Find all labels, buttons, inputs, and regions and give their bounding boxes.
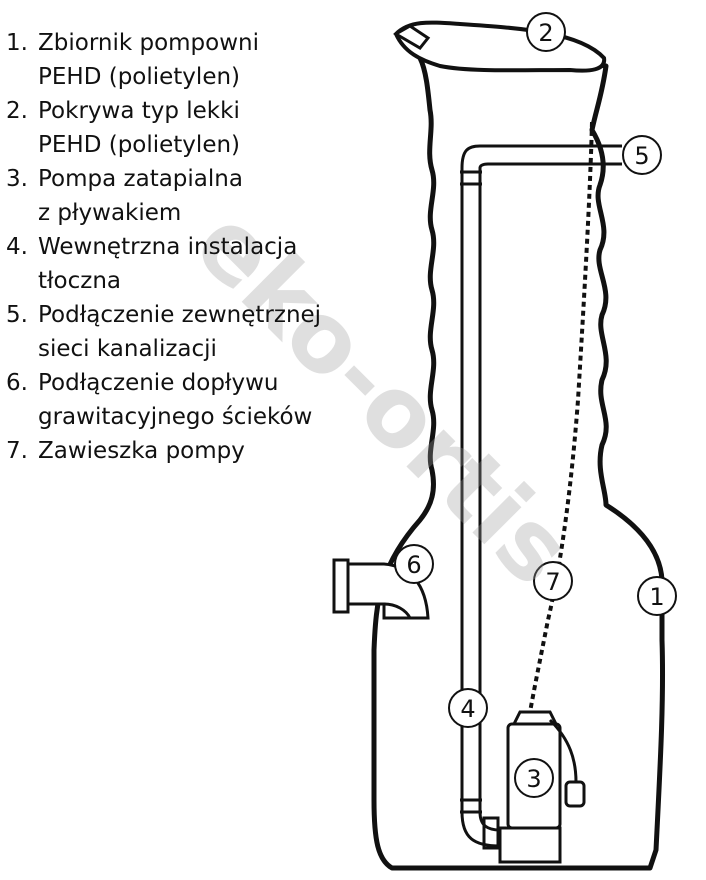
tank-outline [371, 27, 666, 871]
legend-text: Podłączenie zewnętrznej sieci kanalizacj… [38, 302, 322, 362]
legend-text: Zawieszka pompy [38, 438, 245, 464]
svg-text:5: 5 [634, 142, 649, 170]
callout-4: 4 [448, 688, 488, 728]
legend-item: 3. Pompa zatapialna z pływakiem [6, 162, 386, 230]
legend-text: Wewnętrzna instalacja tłoczna [38, 234, 298, 294]
legend-number: 6. [6, 370, 28, 396]
lid [393, 20, 607, 73]
legend-item: 6. Podłączenie dopływu grawitacyjnego śc… [6, 366, 386, 434]
legend-item: 2. Pokrywa typ lekki PEHD (polietylen) [6, 94, 386, 162]
legend-text: Podłączenie dopływu grawitacyjnego ściek… [38, 370, 313, 430]
legend-item: 1. Zbiornik pompowni PEHD (polietylen) [6, 26, 386, 94]
legend-item: 4. Wewnętrzna instalacja tłoczna [6, 230, 386, 298]
svg-text:6: 6 [406, 551, 421, 579]
svg-text:1: 1 [649, 583, 664, 611]
pump-chain [528, 121, 594, 713]
svg-text:2: 2 [538, 19, 553, 47]
legend-text: Pokrywa typ lekki PEHD (polietylen) [38, 98, 241, 158]
svg-text:7: 7 [545, 568, 560, 596]
callout-5: 5 [622, 135, 662, 175]
svg-text:4: 4 [460, 695, 475, 723]
callout-7: 7 [533, 561, 573, 601]
legend-number: 1. [6, 30, 28, 56]
legend-item: 5. Podłączenie zewnętrznej sieci kanaliz… [6, 298, 386, 366]
legend-text: Zbiornik pompowni PEHD (polietylen) [38, 30, 259, 90]
legend-number: 7. [6, 438, 28, 464]
legend-item: 7. Zawieszka pompy [6, 434, 386, 468]
callout-6: 6 [394, 544, 434, 584]
callout-3: 3 [514, 758, 554, 798]
legend-number: 4. [6, 234, 28, 260]
legend-text: Pompa zatapialna z pływakiem [38, 166, 243, 226]
legend: 1. Zbiornik pompowni PEHD (polietylen) 2… [6, 26, 386, 468]
legend-number: 2. [6, 98, 28, 124]
svg-text:3: 3 [526, 765, 541, 793]
callout-2: 2 [526, 12, 566, 52]
legend-number: 5. [6, 302, 28, 328]
legend-number: 3. [6, 166, 28, 192]
callout-1: 1 [637, 576, 677, 616]
